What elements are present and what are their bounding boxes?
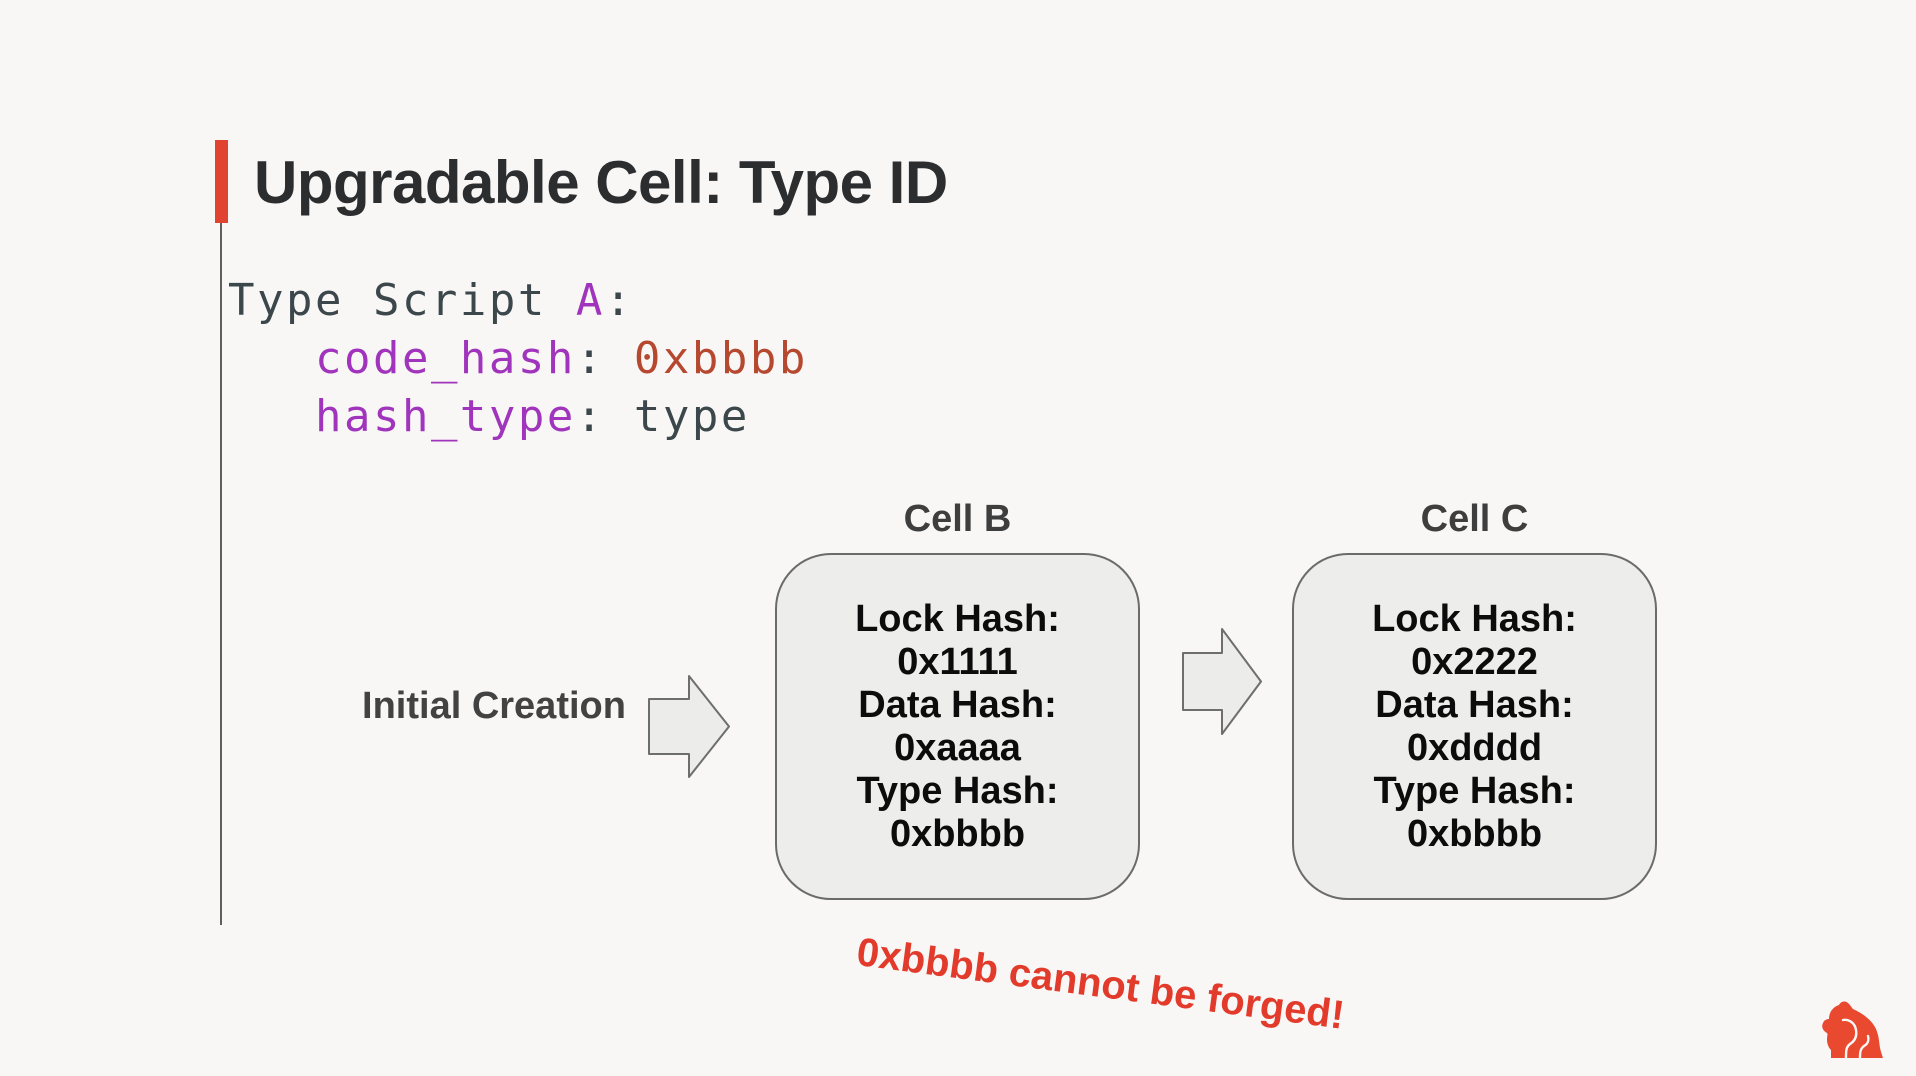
cell-c-type-hash-value: 0xbbbb <box>1406 812 1543 855</box>
cell-b-box: Lock Hash: 0x1111 Data Hash: 0xaaaa Type… <box>775 553 1140 900</box>
cell-c-data-hash-value: 0xdddd <box>1406 726 1543 769</box>
cell-c-type-hash-label: Type Hash: <box>1373 769 1576 812</box>
right-block-arrow-icon <box>1182 628 1262 735</box>
cell-c-data-hash-label: Data Hash: <box>1375 683 1574 726</box>
cell-b-data-hash-label: Data Hash: <box>858 683 1057 726</box>
code-line-type-script: Type Script A: <box>228 275 634 326</box>
gorilla-logo <box>1822 1001 1883 1058</box>
cell-c-lock-hash-label: Lock Hash: <box>1372 597 1577 640</box>
cell-c-lock-hash-value: 0x2222 <box>1411 640 1538 683</box>
cell-b-type-hash-label: Type Hash: <box>856 769 1059 812</box>
cell-b-lock-hash-value: 0x1111 <box>897 640 1018 683</box>
code-block: Type Script A: code_hash: 0xbbbb hash_ty… <box>228 272 808 446</box>
initial-creation-label: Initial Creation <box>362 685 626 727</box>
cell-c-label: Cell C <box>1420 498 1529 540</box>
annotation-cannot-be-forged: 0xbbbb cannot be forged! <box>854 930 1347 1038</box>
cell-b-label: Cell B <box>903 498 1012 540</box>
code-line-hash-type: hash_type: type <box>314 391 750 442</box>
cell-b-type-hash-value: 0xbbbb <box>889 812 1026 855</box>
cell-c-box: Lock Hash: 0x2222 Data Hash: 0xdddd Type… <box>1292 553 1657 900</box>
code-line-code-hash: code_hash: 0xbbbb <box>314 333 808 384</box>
title-accent-bar <box>215 140 228 223</box>
page-title: Upgradable Cell: Type ID <box>254 149 948 216</box>
cell-b-lock-hash-label: Lock Hash: <box>855 597 1060 640</box>
left-guide-line <box>220 223 222 925</box>
right-block-arrow-icon <box>648 675 730 778</box>
cell-b-data-hash-value: 0xaaaa <box>894 726 1021 769</box>
